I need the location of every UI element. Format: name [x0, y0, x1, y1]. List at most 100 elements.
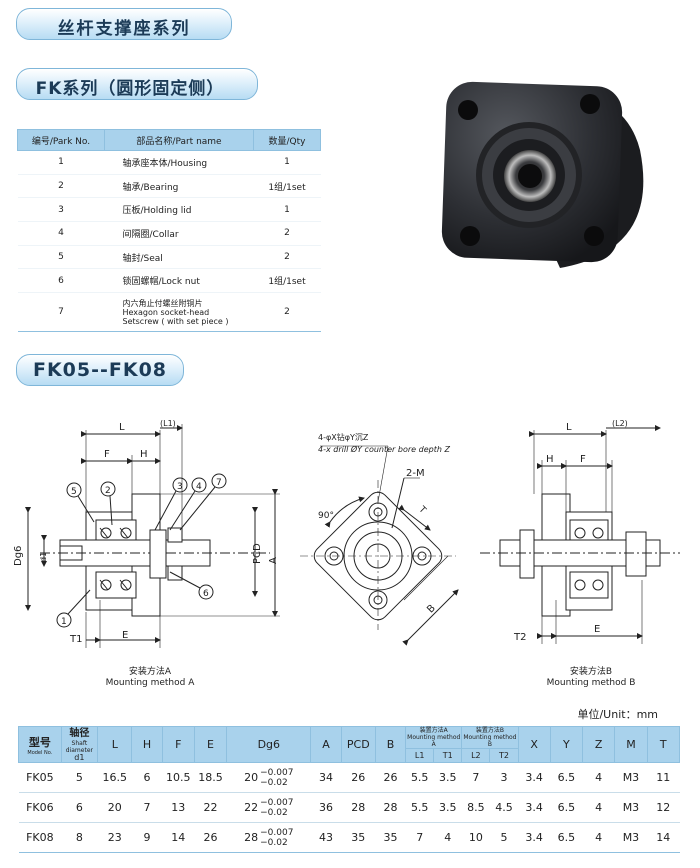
- balloon-4: 4: [196, 482, 202, 492]
- part-qty: 2: [253, 292, 321, 333]
- drawing-method-a: [25, 424, 280, 648]
- hdr-method-a: 装置方法A Mounting method A: [405, 726, 463, 749]
- part-no: 2: [17, 174, 105, 199]
- dim-E-b: E: [594, 624, 600, 635]
- tol-lower: −0.02: [260, 807, 288, 818]
- cell-X: 3.4: [518, 792, 551, 823]
- cell-Y: 6.5: [550, 762, 583, 793]
- hdr-method-b: 装置方法B Mounting method B: [461, 726, 519, 749]
- cell-Z: 4: [582, 792, 615, 823]
- caption-method-a-en: Mounting method A: [105, 678, 195, 688]
- part-name-en1: Hexagon socket-head: [122, 307, 210, 317]
- cell-E: 22: [194, 792, 227, 823]
- cell-L1: 7: [405, 822, 434, 853]
- balloon-2: 2: [105, 486, 111, 496]
- cell-T2: 5: [489, 822, 519, 853]
- cell-dg6: 28−0.007−0.02: [226, 822, 311, 853]
- part-qty: 1组/1set: [253, 268, 321, 294]
- cell-A: 36: [310, 792, 342, 823]
- section-title-models-text: FK05--FK08: [32, 359, 168, 381]
- cell-F: 10.5: [162, 762, 195, 793]
- hdr-shaft-en2: diameter: [65, 747, 93, 754]
- dim-T: T: [416, 504, 428, 516]
- dg6-value: 20: [244, 770, 259, 784]
- drawings-canvas: L (L1) F H E T1 Dg6 d1 PCD A 5 2 3 4 7 6…: [13, 81, 680, 648]
- part-name: 轴承/Bearing: [104, 174, 254, 199]
- part-no: 4: [17, 221, 105, 246]
- hdr-L: L: [97, 726, 133, 763]
- cell-PCD: 35: [341, 822, 376, 853]
- part-qty: 2: [253, 245, 321, 270]
- cell-L1: 5.5: [405, 762, 434, 793]
- cell-T1: 3.5: [433, 792, 462, 823]
- hdr-shaft-cn: 轴径: [69, 728, 90, 739]
- part-qty: 1: [253, 197, 321, 223]
- cell-Z: 4: [582, 822, 615, 853]
- part-name: 轴封/Seal: [104, 245, 254, 270]
- cell-A: 43: [310, 822, 342, 853]
- dim-PCD: PCD: [252, 543, 263, 564]
- cell-E: 18.5: [194, 762, 227, 793]
- cell-model: FK05: [18, 762, 62, 793]
- hdr-method-b-en: Mounting method B: [463, 734, 517, 748]
- cell-M: M3: [614, 792, 648, 823]
- table-row: FK05 5 16.5 6 10.5 18.5 20−0.007−0.02 34…: [18, 762, 680, 793]
- part-name-en2: Setscrew ( with set piece ): [122, 316, 229, 326]
- cell-L2: 8.5: [461, 792, 490, 823]
- dim-T2: T2: [513, 632, 526, 643]
- hdr-L1: L1: [405, 748, 435, 763]
- dim-H-b: H: [546, 454, 554, 465]
- part-name-cn: 内六角止付螺丝附铜片: [122, 298, 203, 308]
- tol-lower: −0.02: [260, 837, 288, 848]
- part-name: 间隔圈/Collar: [104, 221, 254, 246]
- cell-F: 14: [162, 822, 195, 853]
- col-part-name: 部品名称/Part name: [104, 129, 254, 151]
- dim-L1: (L1): [160, 419, 176, 428]
- cell-X: 3.4: [518, 762, 551, 793]
- hdr-model: 型号 Model No.: [18, 726, 62, 763]
- hdr-method-a-cn: 装置方法A: [419, 727, 448, 734]
- dim-E-a: E: [122, 630, 128, 641]
- cell-B: 26: [375, 762, 406, 793]
- section-title-series: 丝杆支撑座系列: [16, 8, 232, 40]
- part-name: 轴承座本体/Housing: [104, 150, 254, 175]
- unit-label: 单位/Unit：mm: [577, 708, 658, 721]
- cell-PCD: 26: [341, 762, 376, 793]
- hdr-T: T: [646, 726, 681, 763]
- cell-B: 28: [375, 792, 406, 823]
- cell-E: 26: [194, 822, 227, 853]
- hdr-Dg6: Dg6: [226, 726, 312, 763]
- part-name: 锁固螺帽/Lock nut: [104, 268, 254, 294]
- spec-table: 型号 Model No. 轴径 Shaft diameter d1 L H F …: [18, 726, 681, 853]
- drawing-method-b: [480, 425, 680, 644]
- cell-L: 20: [97, 792, 132, 823]
- dim-L2: (L2): [612, 419, 628, 428]
- drill-note-cn: 4-φX钻φY沉Z: [318, 432, 369, 442]
- cell-L: 16.5: [97, 762, 132, 793]
- section-title-series-text: 丝杆支撑座系列: [57, 19, 191, 39]
- caption-method-a-cn: 安装方法A: [128, 667, 172, 677]
- dim-2M: 2-M: [406, 468, 425, 479]
- cell-d1: 8: [61, 822, 98, 853]
- caption-method-a: 安装方法A Mounting method A: [80, 667, 220, 689]
- table-row: 7 内六角止付螺丝附铜片 Hexagon socket-head Setscre…: [17, 292, 321, 333]
- hdr-shaft: 轴径 Shaft diameter d1: [60, 726, 99, 763]
- table-row: FK06 6 20 7 13 22 22−0.007−0.02 36 28 28…: [18, 792, 680, 823]
- cell-X: 3.4: [518, 822, 551, 853]
- cell-L: 23: [97, 822, 132, 853]
- hdr-T1: T1: [433, 748, 463, 763]
- dim-L-a: L: [119, 422, 125, 433]
- cell-L2: 10: [461, 822, 490, 853]
- hdr-T2: T2: [489, 748, 519, 763]
- hdr-model-cn: 型号: [28, 735, 51, 749]
- dim-F-b: F: [580, 454, 586, 465]
- caption-method-b: 安装方法B Mounting method B: [521, 667, 661, 689]
- part-qty: 1组/1set: [253, 174, 321, 199]
- part-no: 1: [17, 150, 105, 175]
- cell-T: 14: [647, 822, 680, 853]
- cell-d1: 6: [61, 792, 98, 823]
